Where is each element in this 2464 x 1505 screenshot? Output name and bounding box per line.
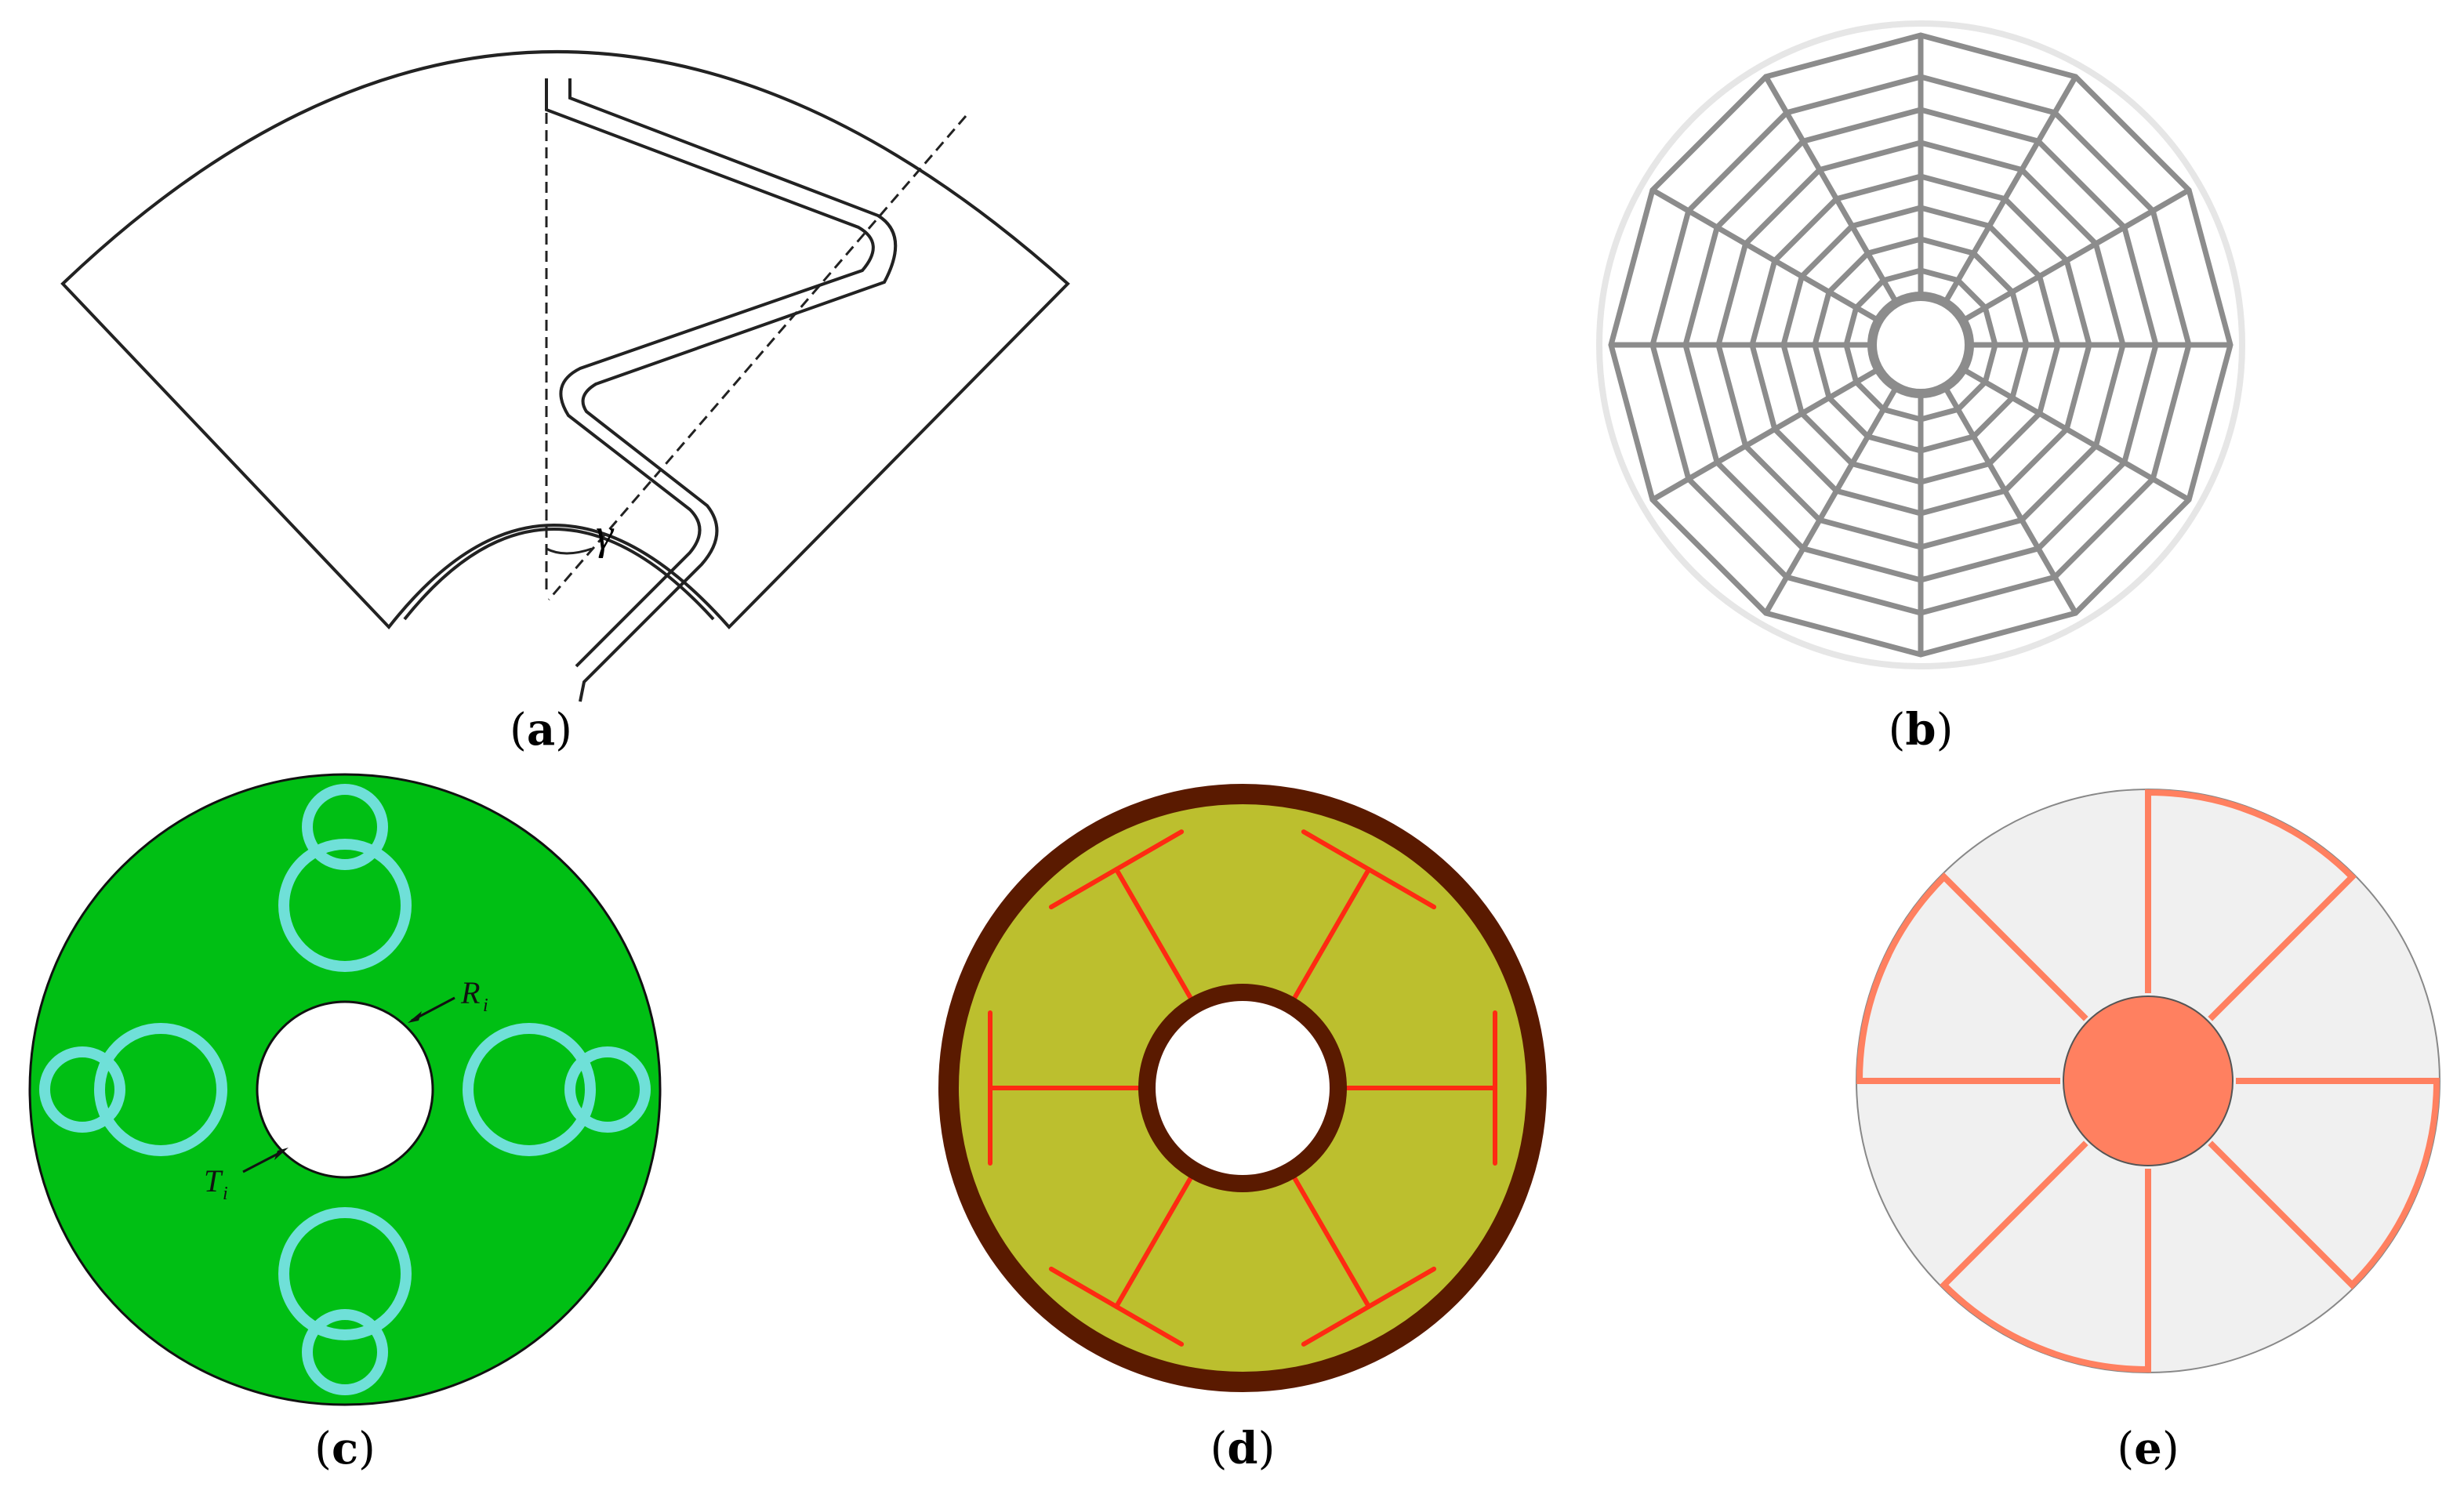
t-beam-stem — [1114, 867, 1197, 1008]
t-beam-stem — [1288, 867, 1371, 1008]
t-beam-cap — [1301, 829, 1437, 910]
outer-boundary-circle — [1596, 20, 2245, 669]
center-hole — [256, 1000, 434, 1179]
zigzag-flexure-inner — [568, 78, 898, 702]
panel-label-d: (d) — [1210, 1423, 1276, 1474]
ring-left-large — [94, 1023, 227, 1156]
t-beam-stem — [1288, 1168, 1371, 1309]
ring-top-large — [278, 839, 412, 972]
panel-label-c: (c) — [314, 1423, 376, 1474]
web-spoke — [1651, 366, 1881, 502]
sector-outline — [60, 50, 1070, 630]
l-flexure — [1940, 1141, 2088, 1357]
web-spokes — [1611, 35, 2230, 655]
panel-e-diagram — [1856, 789, 2440, 1373]
l-flexure — [2208, 805, 2357, 1021]
ring-left-small — [39, 1046, 125, 1133]
panel-d-diagram — [938, 784, 1547, 1392]
web-spoke — [1942, 75, 2078, 305]
ring-top-small — [302, 784, 388, 870]
panel-label-e: (e) — [2117, 1423, 2179, 1474]
l-flexure-set — [1856, 789, 2440, 1373]
panel-a-diagram — [60, 50, 1070, 702]
web-spoke — [1651, 187, 1881, 324]
ring-bottom-small — [302, 1309, 388, 1395]
web-spoke — [1961, 187, 2190, 324]
t-label: T — [204, 1163, 223, 1199]
panel-b-diagram — [1596, 20, 2245, 669]
t-beam-cap — [1048, 829, 1185, 910]
web-spoke — [1942, 385, 2078, 615]
r-arrowhead — [408, 1011, 422, 1023]
angle-arc — [546, 547, 593, 555]
dashed-inclined-line — [547, 115, 967, 600]
ring-right-small — [564, 1046, 651, 1133]
web-spoke — [1763, 75, 1900, 305]
l-flexure — [1872, 872, 2088, 1021]
inner-rim — [1138, 984, 1347, 1192]
cyan-ring-set — [39, 784, 651, 1395]
web-spoke — [1763, 385, 1900, 615]
panel-label-a: (a) — [509, 704, 573, 756]
t-beam-stem — [1114, 1168, 1197, 1309]
panel-label-b: (b) — [1888, 704, 1954, 756]
t-subscript: i — [223, 1184, 228, 1204]
center-hub — [2063, 995, 2234, 1166]
l-flexure — [2208, 1141, 2424, 1289]
angle-gamma-label: γ — [596, 510, 615, 559]
t-arrowhead — [274, 1148, 288, 1160]
r-subscript: i — [483, 995, 488, 1016]
t-beam-set — [988, 829, 1497, 1347]
ring-right-large — [463, 1023, 596, 1156]
zigzag-flexure-outer — [545, 78, 875, 668]
t-beam-cap — [1301, 1266, 1437, 1347]
web-spoke — [1961, 366, 2190, 502]
ring-bottom-large — [278, 1207, 412, 1340]
center-hub — [1867, 292, 1974, 398]
r-label: R — [460, 975, 480, 1010]
panel-c-diagram: R i T i — [28, 773, 662, 1406]
t-beam-cap — [1048, 1266, 1185, 1347]
